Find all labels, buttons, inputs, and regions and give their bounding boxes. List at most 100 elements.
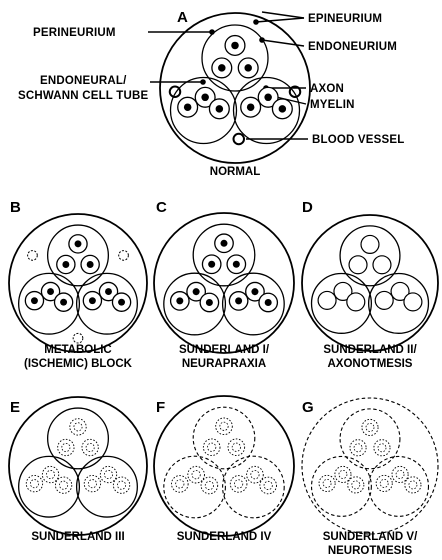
degenerated-axon (339, 470, 347, 478)
degenerated-tube (82, 439, 98, 455)
empty-tube (318, 291, 336, 309)
panel-caption: SUNDERLAND II/ (323, 344, 417, 356)
empty-tube (375, 291, 393, 309)
degenerated-tube (374, 440, 390, 456)
empty-tube (373, 256, 391, 274)
degenerated-tube (70, 419, 86, 435)
blood-vessel-icon (119, 251, 129, 261)
panel-letter: D (302, 199, 313, 216)
perineurium-fascicle (340, 409, 400, 469)
degenerated-tube (58, 439, 74, 455)
perineurium-fascicle (164, 456, 226, 518)
axon (265, 299, 272, 306)
leader-endoneurium (262, 40, 304, 46)
panel-f: FSUNDERLAND IV (154, 396, 294, 543)
degenerated-axon (176, 480, 184, 488)
degenerated-tube (392, 466, 408, 482)
axon (31, 297, 38, 304)
blood-vessel-icon (73, 333, 83, 343)
degenerated-axon (192, 471, 200, 479)
degenerated-axon (62, 443, 70, 451)
epineurium (9, 397, 147, 535)
panel-caption: NEURAPRAXIA (182, 358, 266, 370)
axon (60, 299, 67, 306)
axon (233, 261, 240, 268)
panel-letter: F (156, 399, 165, 416)
panel-g: G SUNDERLAND V/NEUROTMESIS (302, 398, 438, 557)
axon (201, 94, 209, 102)
panel-letter: C (156, 199, 167, 216)
degenerated-tube (42, 466, 58, 482)
degenerated-tube (84, 475, 100, 491)
axon (105, 288, 112, 295)
panel-caption: SUNDERLAND III (31, 531, 124, 543)
degenerated-tube (55, 477, 71, 493)
degenerated-axon (234, 480, 242, 488)
axon (264, 94, 272, 102)
panel-caption: NEUROTMESIS (328, 545, 413, 557)
axon (208, 261, 215, 268)
empty-tube (347, 293, 365, 311)
degenerated-axon (323, 479, 331, 487)
degenerated-tube (26, 475, 42, 491)
label-tube-line1: ENDONEURAL/ (40, 75, 127, 87)
epineurium (302, 398, 438, 534)
empty-tube (349, 256, 367, 274)
degenerated-axon (30, 480, 38, 488)
degenerated-axon (117, 481, 125, 489)
perineurium-fascicle (48, 408, 109, 469)
empty-tube (361, 235, 379, 253)
degenerated-axon (354, 444, 362, 452)
degenerated-axon (220, 422, 228, 430)
degenerated-tube (348, 477, 364, 493)
empty-tube (404, 293, 422, 311)
axon (251, 288, 258, 295)
blood-vessel-icon (234, 134, 245, 145)
axon (206, 299, 213, 306)
degenerated-tube (376, 475, 392, 491)
degenerated-tube (100, 466, 116, 482)
perineurium-fascicle (19, 456, 80, 517)
panel-letter: G (302, 399, 314, 416)
degenerated-tube (228, 439, 245, 456)
label-epineurium: EPINEURIUM (308, 13, 382, 25)
panel-c: CSUNDERLAND I/NEURAPRAXIA (154, 199, 294, 370)
perineurium-fascicle (193, 407, 255, 469)
degenerated-tube (201, 477, 218, 494)
axon (87, 261, 94, 268)
perineurium-fascicle (202, 25, 268, 91)
panel-caption: METABOLIC (44, 344, 112, 356)
degenerated-axon (396, 470, 404, 478)
degenerated-axon (104, 470, 112, 478)
degenerated-axon (86, 443, 94, 451)
degenerated-axon (251, 471, 259, 479)
axon (47, 288, 54, 295)
degenerated-tube (350, 440, 366, 456)
degenerated-axon (205, 481, 213, 489)
axon (118, 299, 125, 306)
panel-letter: B (10, 199, 21, 216)
perineurium-fascicle (369, 456, 429, 516)
degenerated-tube (113, 477, 129, 493)
axon (220, 240, 227, 247)
degenerated-axon (380, 479, 388, 487)
leader-epineurium-2 (262, 12, 304, 18)
degenerated-axon (366, 423, 374, 431)
panel-a-letter: A (177, 9, 188, 26)
axon (279, 105, 287, 113)
blood-vessel-icon (170, 87, 181, 98)
label-tube-line2: SCHWANN CELL TUBE (18, 90, 148, 102)
perineurium-fascicle (77, 456, 138, 517)
degenerated-tube (230, 476, 247, 493)
panel-a-caption: NORMAL (210, 166, 260, 178)
degenerated-tube (203, 439, 220, 456)
degenerated-tube (319, 475, 335, 491)
axon (184, 103, 192, 111)
label-blood-vessel: BLOOD VESSEL (312, 134, 405, 146)
axon (247, 103, 255, 111)
degenerated-tube (335, 466, 351, 482)
panel-caption: SUNDERLAND V/ (323, 531, 418, 543)
degenerated-tube (247, 466, 264, 483)
degenerated-tube (362, 419, 378, 435)
